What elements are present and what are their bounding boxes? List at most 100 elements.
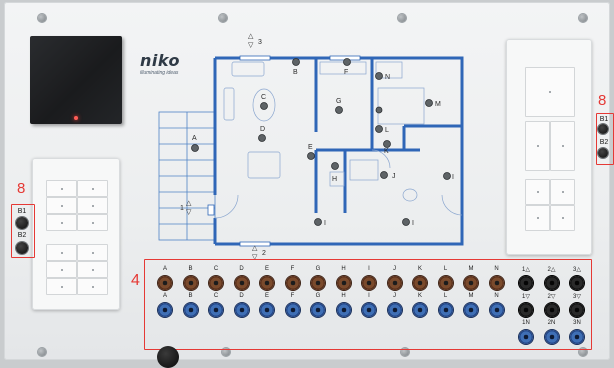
terminal-jack-neutral[interactable] (464, 303, 478, 317)
switch-rocker[interactable] (550, 121, 575, 171)
switch-rocker[interactable] (46, 180, 77, 197)
terminal-jack-live[interactable] (209, 276, 223, 290)
svg-text:I: I (412, 220, 414, 227)
screw (401, 348, 409, 356)
motor-jack-neutral[interactable] (570, 330, 584, 344)
switch-rocker[interactable] (550, 205, 575, 231)
switch-rocker[interactable] (46, 214, 77, 231)
terminal-label-top: K (417, 266, 422, 272)
svg-text:J: J (392, 173, 396, 180)
terminal-label-top: I (368, 266, 370, 272)
switch-rocker[interactable] (46, 197, 77, 214)
terminal-jack-neutral[interactable] (336, 303, 351, 317)
input-jack-b2[interactable] (16, 242, 28, 254)
switch-rocker[interactable] (46, 244, 77, 261)
terminal-jack-live[interactable] (234, 276, 249, 290)
switch-rocker[interactable] (77, 214, 108, 231)
svg-text:△: △ (248, 33, 254, 40)
terminal-label-top: A (162, 266, 167, 272)
switch-rocker[interactable] (46, 261, 77, 278)
switch-rocker[interactable] (77, 278, 108, 295)
terminal-jack-live[interactable] (183, 276, 198, 290)
right-switch-plate[interactable] (506, 39, 592, 255)
fixture-n (375, 72, 383, 80)
terminal-jack-live[interactable] (464, 276, 478, 290)
motor-jack-up[interactable] (544, 276, 559, 290)
switch-rocker[interactable] (77, 180, 108, 197)
terminal-label-bottom: F (290, 293, 295, 299)
switch-rocker[interactable] (77, 244, 108, 261)
input-jack-b1[interactable] (598, 124, 608, 134)
svg-text:▽: ▽ (248, 42, 254, 49)
terminal-jack-live[interactable] (311, 276, 325, 290)
terminal-jack-neutral[interactable] (285, 303, 300, 317)
motor-jack-down[interactable] (519, 303, 533, 317)
terminal-jack-neutral[interactable] (158, 303, 172, 317)
fixture-i (402, 218, 410, 226)
walls (213, 56, 464, 246)
motor-jack-up[interactable] (519, 276, 533, 290)
terminal-jack-live[interactable] (362, 276, 376, 290)
switch-rocker[interactable] (525, 121, 550, 171)
switch-rocker[interactable] (525, 205, 550, 231)
fixture-i (314, 218, 322, 226)
input-jack-b1[interactable] (16, 217, 28, 229)
svg-text:A: A (192, 135, 197, 142)
input-label-b2: B2 (599, 139, 609, 146)
terminal-jack-neutral[interactable] (438, 303, 453, 317)
terminal-jack-neutral[interactable] (183, 303, 198, 317)
motor-jack-down[interactable] (544, 303, 559, 317)
motor-jack-neutral[interactable] (519, 330, 533, 344)
switch-rocker[interactable] (525, 179, 550, 205)
terminal-jack-live[interactable] (285, 276, 300, 290)
motor-jack-up[interactable] (570, 276, 584, 290)
terminal-jack-live[interactable] (438, 276, 453, 290)
windows (207, 55, 361, 247)
terminal-label-top: N (494, 266, 499, 272)
switch-rocker[interactable] (77, 197, 108, 214)
fixture-a (191, 144, 199, 152)
switch-rocker[interactable] (550, 179, 575, 205)
switch-rocker[interactable] (46, 278, 77, 295)
switch-rocker[interactable] (77, 261, 108, 278)
terminal-label-bottom: L (443, 293, 448, 299)
input-jack-b2[interactable] (598, 148, 608, 158)
terminal-label-bottom: N (494, 293, 499, 299)
fixture-e (307, 152, 315, 160)
switch-rocker[interactable] (525, 67, 575, 117)
terminal-jack-neutral[interactable] (209, 303, 223, 317)
terminal-jack-neutral[interactable] (387, 303, 402, 317)
svg-text:L: L (385, 127, 389, 134)
terminal-jack-neutral[interactable] (260, 303, 274, 317)
screw (38, 14, 46, 22)
terminal-jack-live[interactable] (260, 276, 274, 290)
terminal-jack-live[interactable] (387, 276, 402, 290)
svg-text:I: I (324, 220, 326, 227)
terminal-jack-live[interactable] (336, 276, 351, 290)
svg-text:▽: ▽ (186, 209, 192, 216)
light-fixtures (191, 58, 451, 226)
terminal-label-top: D (239, 266, 244, 272)
svg-text:3: 3 (258, 39, 262, 46)
left-switch-plate[interactable] (32, 158, 120, 310)
callout-8-left: 8 (17, 180, 26, 197)
rotary-knob[interactable] (157, 346, 179, 368)
terminal-jack-live[interactable] (489, 276, 504, 290)
terminal-jack-neutral[interactable] (311, 303, 325, 317)
fixture-misc (375, 106, 383, 114)
motor-label-down: 1▽ (522, 294, 530, 300)
svg-text:D: D (260, 126, 265, 133)
terminal-jack-neutral[interactable] (489, 303, 504, 317)
fixture-k (383, 140, 391, 148)
terminal-jack-live[interactable] (158, 276, 172, 290)
motor-jack-neutral[interactable] (544, 330, 559, 344)
fixture-i (443, 172, 451, 180)
terminal-jack-neutral[interactable] (234, 303, 249, 317)
motor-jack-down[interactable] (570, 303, 584, 317)
motor-label-neutral: 1N (522, 320, 530, 326)
fixture-c (260, 102, 268, 110)
terminal-jack-neutral[interactable] (362, 303, 376, 317)
terminal-jack-neutral[interactable] (413, 303, 427, 317)
terminal-jack-live[interactable] (413, 276, 427, 290)
